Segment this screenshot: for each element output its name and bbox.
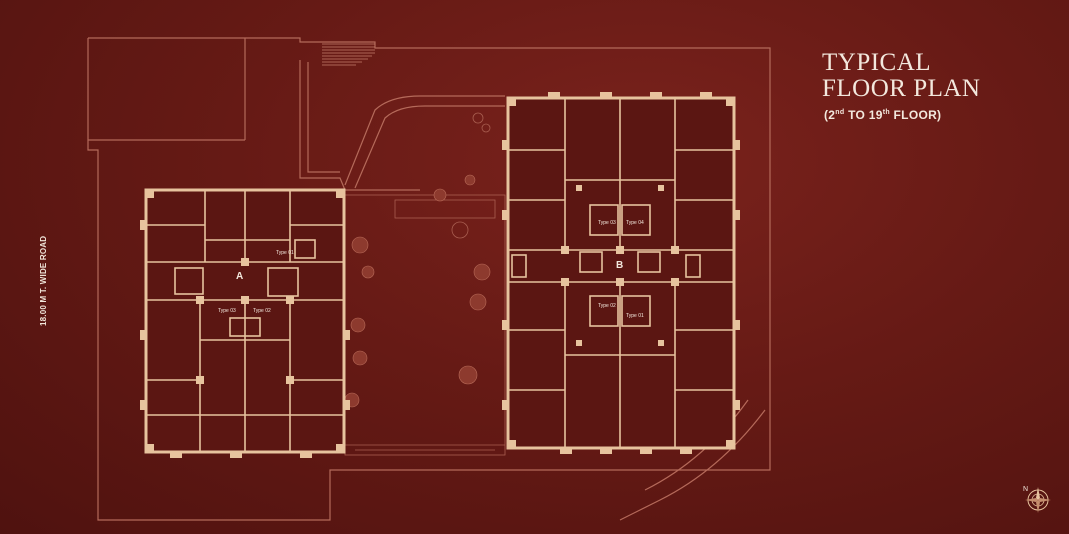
entrance-steps [322,43,375,66]
wing-b-letter: B [616,260,623,271]
subtitle-close: FLOOR) [889,108,942,122]
floor-range-subtitle: (2nd TO 19th FLOOR) [824,108,941,122]
trees [344,174,491,408]
wing-b-type-02-label: Type 02 [598,303,616,309]
road-label: 18.00 M T. WIDE ROAD [39,235,48,326]
north-label: N [1023,486,1028,493]
central-courtyard [344,112,506,456]
wing-a: A Type 01 Type 02 Type 03 [140,188,350,458]
title-line-1: TYPICAL [822,49,932,76]
title-line-2: FLOOR PLAN [822,75,981,102]
wing-a-type-01-label: Type 01 [276,250,294,256]
wing-b-type-03-label: Type 03 [598,220,616,226]
wing-b: B Type 01 Type 02 Type 03 Type 04 [502,92,740,454]
subtitle-sup-2: th [882,109,890,116]
site-boundary [87,37,771,521]
compass-rose-icon: N [1023,486,1051,513]
wing-a-type-02-label: Type 02 [253,308,271,314]
curved-driveway [344,95,766,521]
wing-a-letter: A [236,271,243,282]
subtitle-mid: TO 19 [844,108,883,122]
subtitle-open: (2 [824,108,836,122]
wing-a-type-03-label: Type 03 [218,308,236,314]
wing-b-type-01-label: Type 01 [626,313,644,319]
subtitle-sup-1: nd [835,109,845,116]
wing-b-type-04-label: Type 04 [626,220,644,226]
plan-title: TYPICAL FLOOR PLAN [822,50,981,102]
